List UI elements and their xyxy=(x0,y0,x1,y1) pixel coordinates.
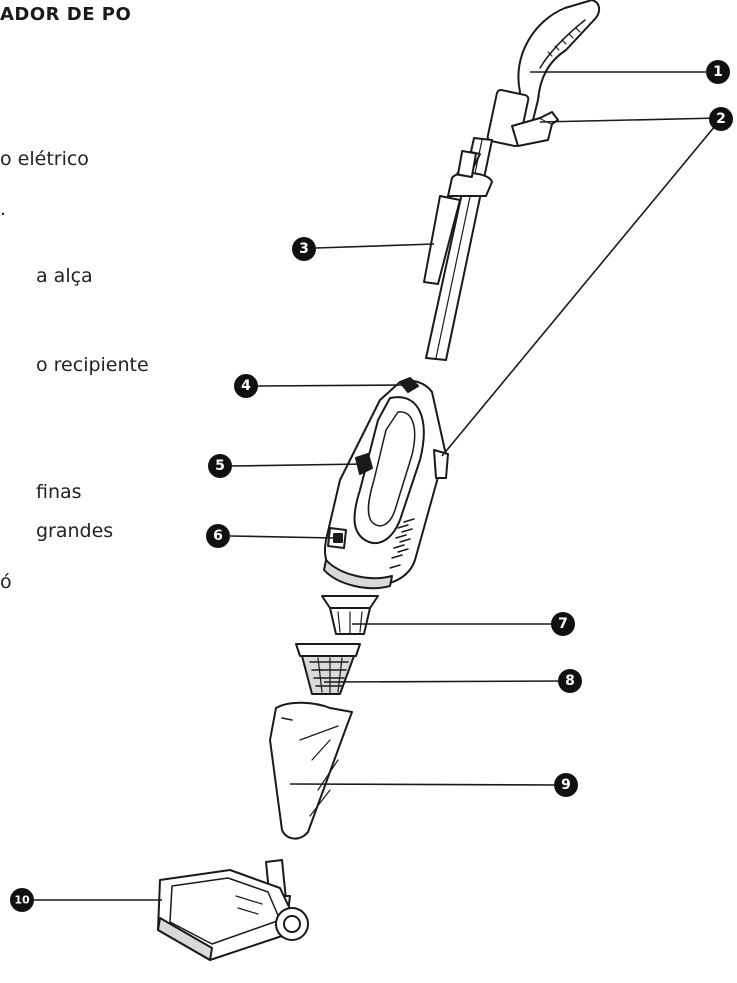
svg-text:1: 1 xyxy=(713,64,723,80)
svg-text:6: 6 xyxy=(213,528,223,544)
svg-text:9: 9 xyxy=(561,777,571,793)
cyclone-filter-part xyxy=(321,595,379,635)
callout-9: 9 xyxy=(554,773,578,797)
callout-1: 1 xyxy=(706,60,730,84)
upper-tube-part xyxy=(423,137,493,361)
svg-text:10: 10 xyxy=(14,894,30,907)
part-text-5: finas xyxy=(36,481,82,503)
part-text-6: grandes xyxy=(36,520,114,542)
part-text-4: o recipiente xyxy=(36,354,149,376)
svg-text:7: 7 xyxy=(558,616,568,632)
callout-2: 2 xyxy=(709,107,733,131)
page-title: ADOR DE PO xyxy=(0,4,132,25)
callout-badges: 1 2 3 4 5 6 7 8 xyxy=(10,60,733,912)
callout-6: 6 xyxy=(206,524,230,548)
svg-text:4: 4 xyxy=(241,378,251,394)
floor-nozzle-part xyxy=(157,859,309,961)
svg-text:2: 2 xyxy=(716,111,726,127)
part-text-1: o elétrico xyxy=(0,148,89,170)
callout-7: 7 xyxy=(551,612,575,636)
callout-5: 5 xyxy=(208,454,232,478)
dust-container-part xyxy=(269,701,353,840)
svg-text:5: 5 xyxy=(215,458,225,474)
part-text-7: ó xyxy=(0,571,12,593)
svg-text:8: 8 xyxy=(565,673,575,689)
callout-3: 3 xyxy=(292,237,316,261)
leader-lines xyxy=(34,71,721,901)
part-text-3: a alça xyxy=(36,265,93,287)
callout-4: 4 xyxy=(234,374,258,398)
callout-10: 10 xyxy=(10,888,34,912)
svg-text:3: 3 xyxy=(299,241,309,257)
part-text-2: . xyxy=(0,198,7,220)
mesh-filter-part xyxy=(295,643,361,695)
callout-8: 8 xyxy=(558,669,582,693)
motor-body-part xyxy=(323,377,449,590)
